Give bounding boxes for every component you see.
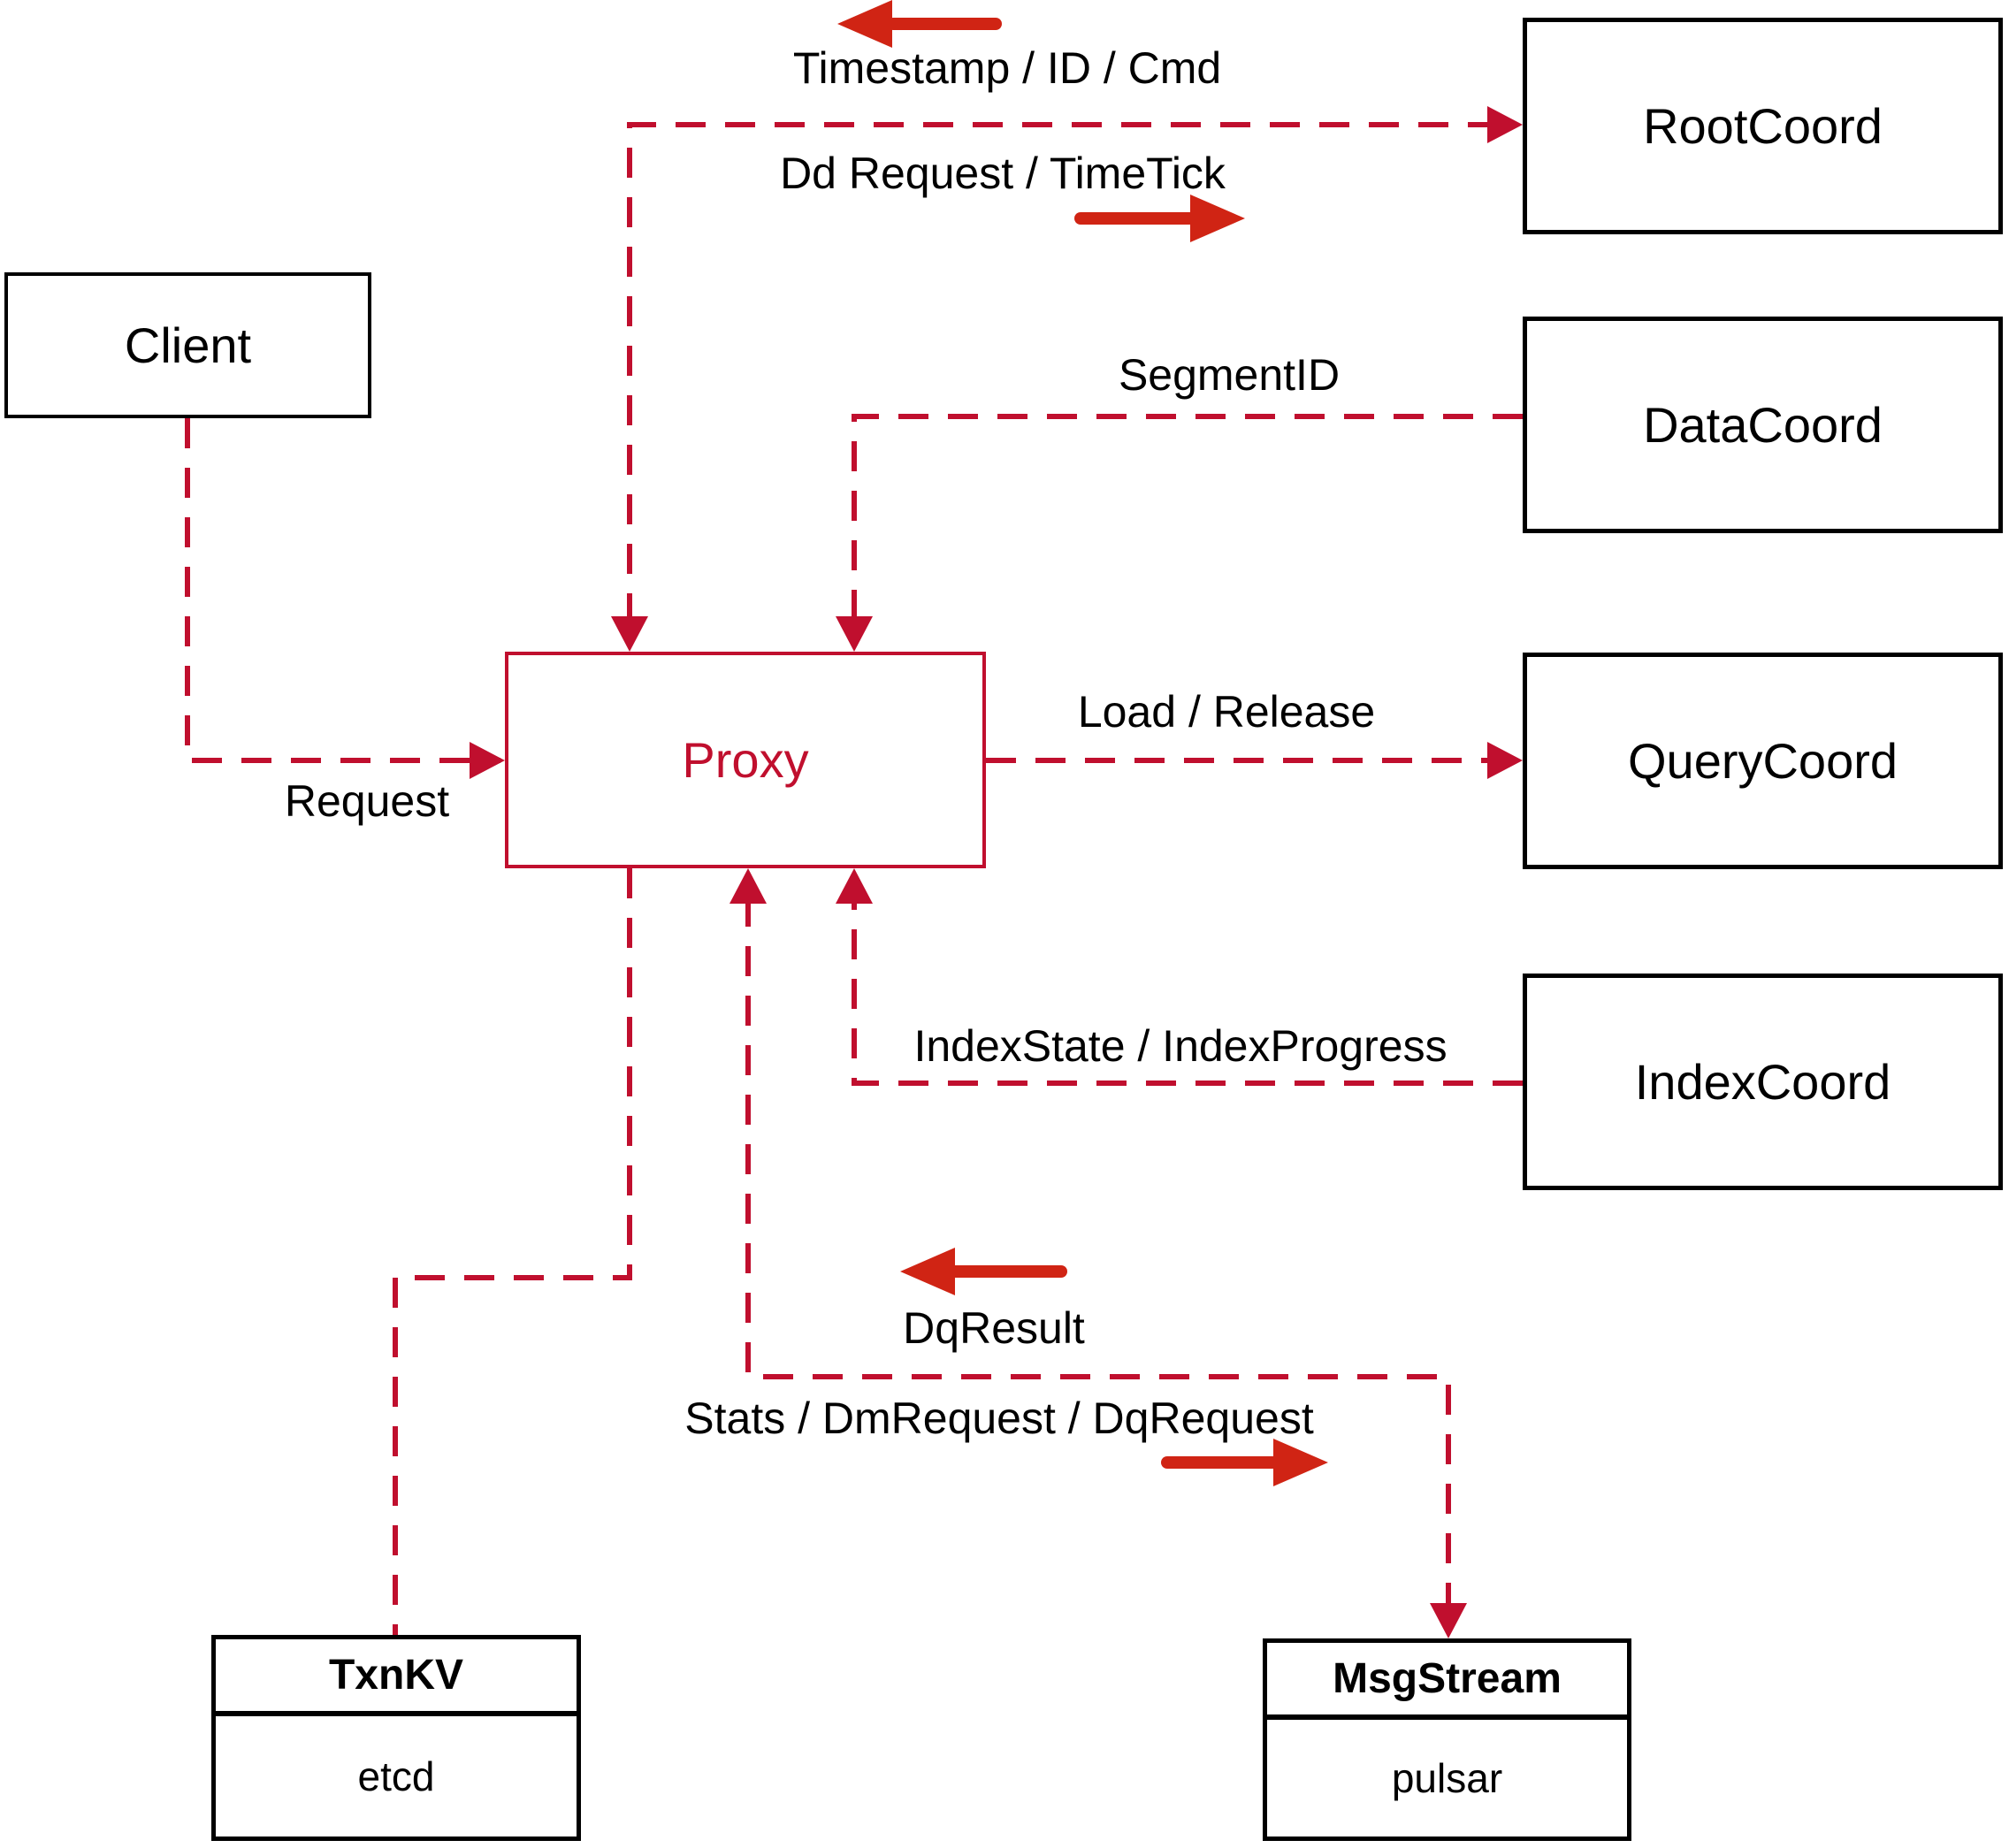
- arrow-right-icon: [1161, 1439, 1328, 1486]
- node-client-label: Client: [124, 317, 252, 373]
- node-datacoord-label: DataCoord: [1643, 397, 1883, 453]
- edge-proxy-txnkv-line: [393, 868, 632, 1635]
- edge-label-dq-result: DqResult: [903, 1303, 1085, 1353]
- arrowhead-down-into-proxy-icon: [611, 616, 648, 652]
- edge-label-timestamp-id-cmd: Timestamp / ID / Cmd: [792, 43, 1222, 93]
- arrowhead-right-into-proxy-icon: [470, 742, 505, 779]
- arrow-left-icon: [900, 1248, 1067, 1295]
- node-msgstream-impl: pulsar: [1391, 1755, 1503, 1801]
- arrowhead-up-into-proxy-icon: [836, 868, 873, 904]
- edge-label-dd-request-timetick: Dd Request / TimeTick: [780, 149, 1226, 198]
- node-txnkv-title: TxnKV: [216, 1639, 577, 1716]
- node-proxy-label: Proxy: [682, 732, 809, 788]
- arrowhead-right-into-querycoord-icon: [1487, 742, 1523, 779]
- node-datacoord: DataCoord: [1523, 317, 2003, 533]
- arrow-right-icon: [1074, 195, 1245, 242]
- node-rootcoord-label: RootCoord: [1643, 98, 1883, 154]
- edge-proxy-msgstream-line: [745, 897, 1451, 1610]
- node-msgstream-title: MsgStream: [1267, 1643, 1627, 1720]
- arrowhead-down-into-msgstream-icon: [1430, 1603, 1467, 1638]
- node-msgstream: MsgStream pulsar: [1263, 1638, 1631, 1841]
- node-proxy: Proxy: [505, 652, 986, 868]
- edge-label-segment-id: SegmentID: [1118, 350, 1341, 400]
- node-querycoord-label: QueryCoord: [1627, 733, 1898, 789]
- node-rootcoord: RootCoord: [1523, 18, 2003, 234]
- node-txnkv: TxnKV etcd: [211, 1635, 581, 1841]
- node-client: Client: [4, 272, 371, 418]
- arrowhead-up-into-proxy-icon: [730, 868, 767, 904]
- node-txnkv-impl: etcd: [357, 1753, 435, 1799]
- edge-datacoord-proxy-line: [852, 414, 1523, 623]
- arrow-left-icon: [837, 0, 1002, 48]
- node-querycoord: QueryCoord: [1523, 653, 2003, 869]
- node-indexcoord: IndexCoord: [1523, 974, 2003, 1190]
- arrowhead-down-into-proxy-icon: [836, 616, 873, 652]
- edge-label-request: Request: [284, 776, 450, 826]
- edge-label-index-state-progress: IndexState / IndexProgress: [913, 1021, 1448, 1071]
- edge-client-proxy-line: [185, 418, 500, 763]
- arrowhead-right-into-rootcoord-icon: [1487, 106, 1523, 143]
- node-indexcoord-label: IndexCoord: [1634, 1054, 1891, 1110]
- edge-indexcoord-proxy-line: [852, 897, 1523, 1086]
- edge-label-load-release: Load / Release: [1077, 687, 1376, 737]
- edge-proxy-rootcoord-line: [627, 122, 1489, 623]
- edge-label-stats-dm-dq: Stats / DmRequest / DqRequest: [684, 1394, 1314, 1443]
